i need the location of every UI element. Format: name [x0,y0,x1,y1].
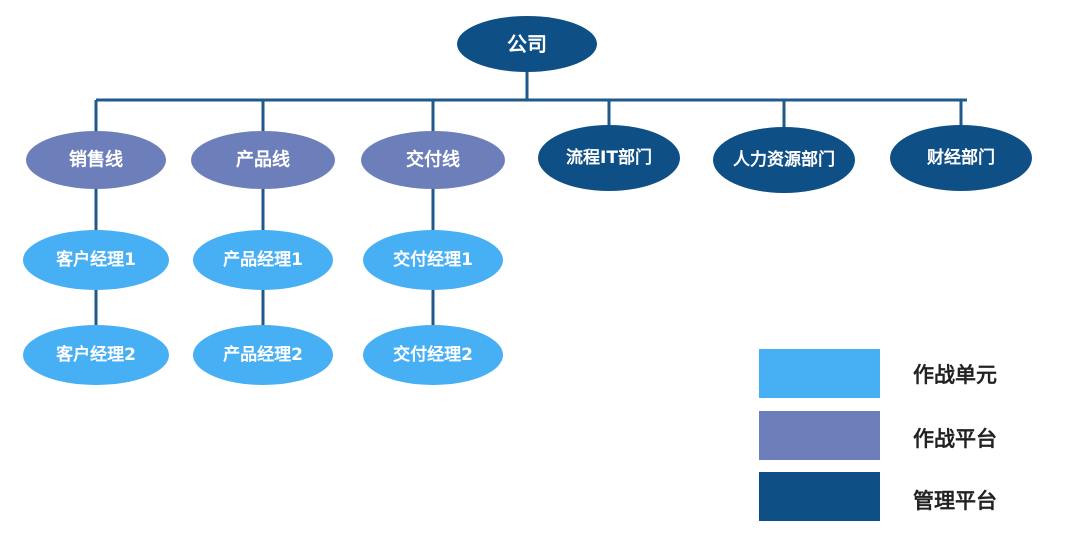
node-root: 公司 [457,16,597,72]
node-hr: 人力资源部门 [713,127,855,193]
node-delivery-mgr-2-label: 交付经理2 [393,344,473,365]
node-product-mgr-2: 产品经理2 [193,325,333,385]
node-product-mgr-1: 产品经理1 [193,230,333,290]
node-product-line: 产品线 [191,131,335,189]
node-root-shape [457,16,597,72]
node-product-mgr-1-label: 产品经理1 [223,249,303,270]
node-finance-label: 财经部门 [926,147,995,168]
node-delivery-line: 交付线 [361,131,505,189]
node-delivery-mgr-2: 交付经理2 [363,325,503,385]
legend-item-unit: 作战单元 [759,349,997,398]
node-delivery-line-label: 交付线 [406,149,460,171]
legend-item-management: 管理平台 [759,472,997,521]
legend-label-management: 管理平台 [913,489,997,513]
node-account-mgr-2-shape [23,325,169,385]
node-account-mgr-2-label: 客户经理2 [55,344,136,365]
node-account-mgr-1: 客户经理1 [23,230,169,290]
node-sales-line-shape [26,131,166,189]
legend-item-platform: 作战平台 [759,411,997,460]
node-delivery-line-shape [361,131,505,189]
node-finance: 财经部门 [890,125,1032,191]
legend-swatch-management [759,472,880,521]
node-process-it-shape [538,125,680,191]
node-delivery-mgr-1-shape [363,230,503,290]
node-delivery-mgr-1: 交付经理1 [363,230,503,290]
node-account-mgr-2: 客户经理2 [23,325,169,385]
connector-lines [94,70,967,327]
node-delivery-mgr-2-shape [363,325,503,385]
node-hr-label: 人力资源部门 [733,149,835,170]
node-product-mgr-2-shape [193,325,333,385]
node-sales-line-label: 销售线 [69,149,123,171]
node-product-mgr-1-shape [193,230,333,290]
legend-label-unit: 作战单元 [913,363,997,387]
node-delivery-mgr-1-label: 交付经理1 [393,249,473,270]
legend-swatch-unit [759,349,880,398]
node-product-mgr-2-label: 产品经理2 [223,344,303,365]
legend-swatch-platform [759,411,880,460]
node-account-mgr-1-label: 客户经理1 [55,249,136,270]
node-sales-line: 销售线 [26,131,166,189]
node-product-line-shape [191,131,335,189]
node-account-mgr-1-shape [23,230,169,290]
node-root-label: 公司 [507,32,547,56]
node-process-it-label: 流程IT部门 [566,147,652,168]
node-product-line-label: 产品线 [236,149,290,171]
node-process-it: 流程IT部门 [538,125,680,191]
node-hr-shape [713,127,855,193]
legend-label-platform: 作战平台 [913,427,997,451]
node-finance-shape [890,125,1032,191]
